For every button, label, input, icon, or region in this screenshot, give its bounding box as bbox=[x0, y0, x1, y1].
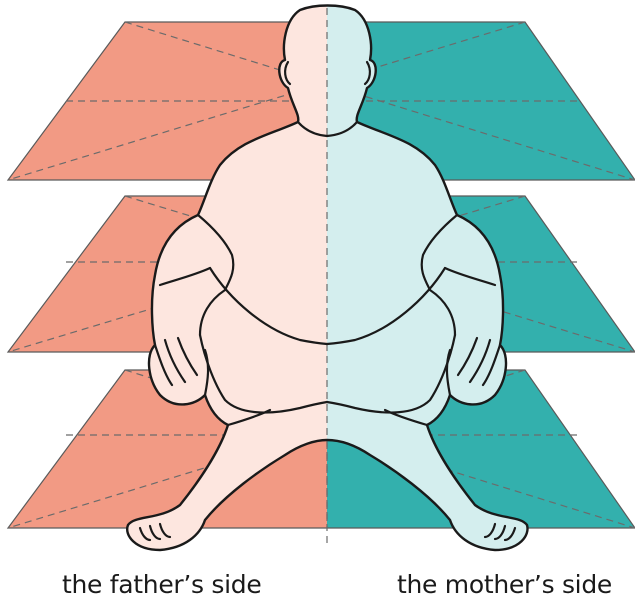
father-side-caption: the father’s side bbox=[62, 570, 261, 599]
mother-side-caption: the mother’s side bbox=[397, 570, 612, 599]
